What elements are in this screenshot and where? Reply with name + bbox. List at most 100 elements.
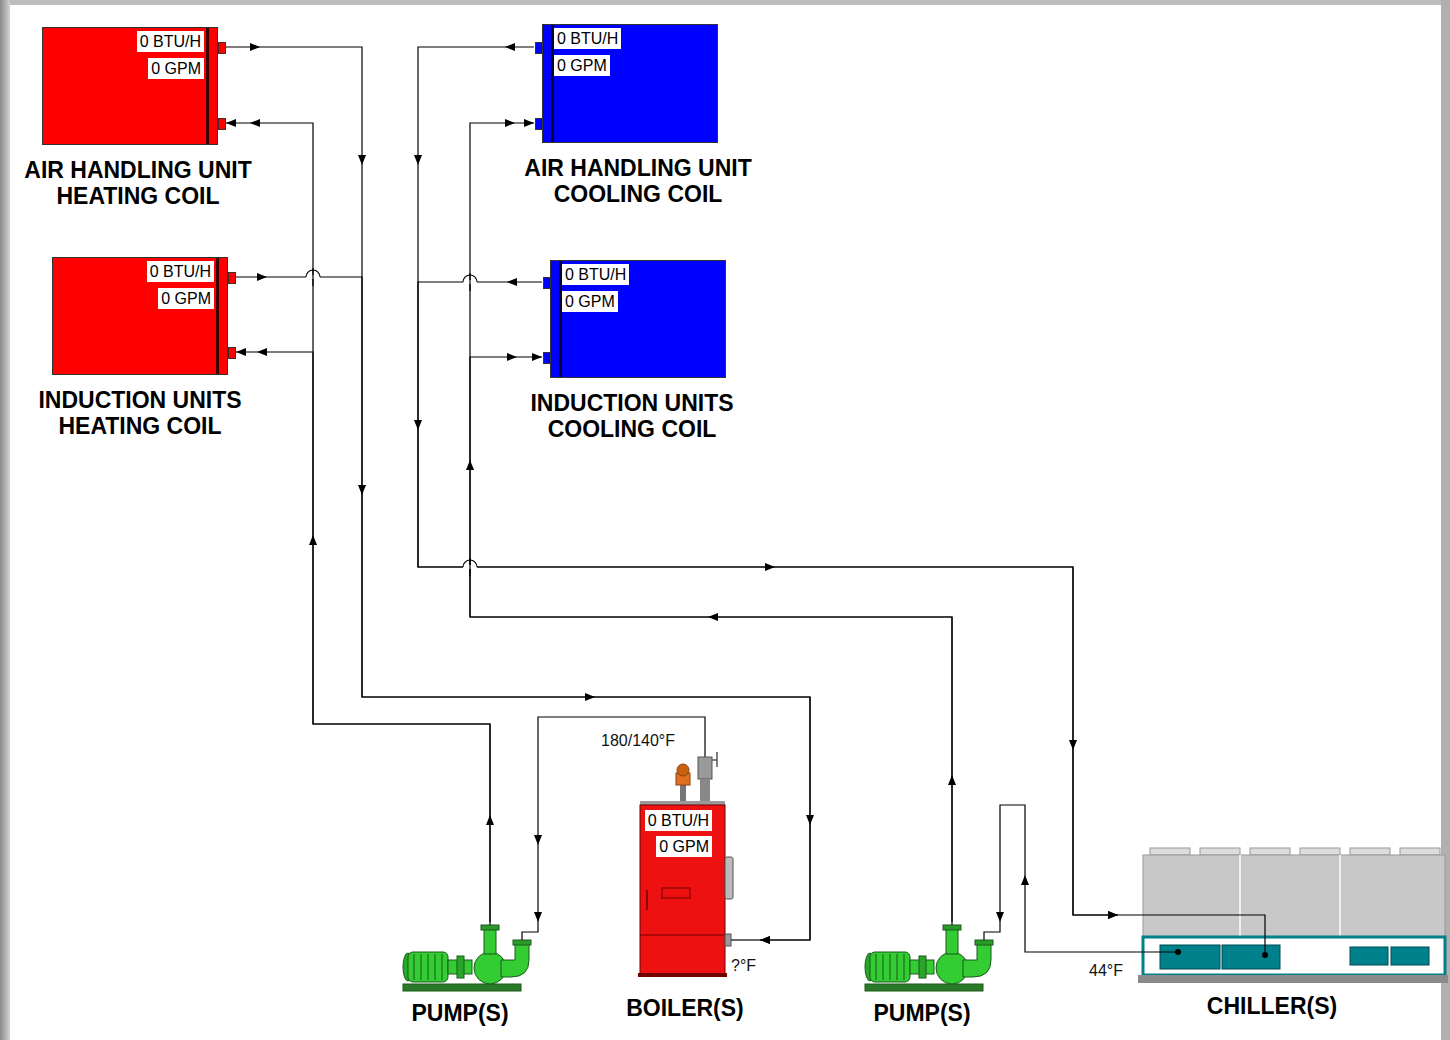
- flow-arrow: [414, 155, 422, 165]
- control-box: [1391, 947, 1429, 965]
- cooling-coil-box: 0 BTU/H0 GPM: [550, 260, 726, 378]
- boiler-door: [662, 888, 690, 898]
- boiler-unit: 0 BTU/H0 GPMBOILER(S): [610, 745, 760, 1025]
- fan-cap: [1300, 848, 1340, 855]
- boiler-illustration: [610, 745, 760, 1025]
- reading-value: 0 GPM: [158, 288, 214, 309]
- boiler-seam: [640, 935, 725, 936]
- pipe-connector: [470, 357, 952, 922]
- pipe-segment: [469, 273, 470, 291]
- panel-divider: [1339, 855, 1341, 937]
- pipe-dot: [1175, 949, 1181, 955]
- discharge-nozzle: [946, 928, 958, 954]
- pipe-connector: [236, 352, 490, 922]
- frame-top: [0, 0, 1450, 5]
- coil-heading: INDUCTION UNITS COOLING COIL: [507, 390, 757, 442]
- outlet-fitting: [698, 757, 712, 779]
- coil-unit: 0 BTU/H0 GPMAIR HANDLING UNIT COOLING CO…: [513, 24, 763, 207]
- suction-elbow: [963, 944, 991, 977]
- flow-arrow: [505, 119, 515, 127]
- control-box: [1350, 947, 1388, 965]
- discharge-nozzle: [484, 928, 496, 954]
- burner-cylinder: [725, 857, 733, 899]
- evaporator-box: [1160, 945, 1220, 969]
- inner-return-pipe: [1118, 915, 1265, 955]
- pipe-hop: [306, 270, 320, 277]
- temperature-label: ?°F: [730, 956, 757, 976]
- pipe-segment: [469, 558, 470, 576]
- suction-flange: [513, 940, 531, 945]
- discharge-flange: [943, 925, 961, 930]
- flow-arrow: [309, 535, 317, 545]
- flow-arrow: [414, 420, 422, 430]
- suction-pipe: [522, 922, 538, 940]
- supply-pipe: [704, 745, 705, 757]
- pump-unit: PUMP(S): [395, 922, 545, 1025]
- motor-rib: [876, 954, 877, 980]
- flow-arrow: [505, 43, 515, 51]
- reading-value: 0 GPM: [554, 55, 610, 76]
- flow-arrow: [358, 485, 366, 495]
- coil-heading: AIR HANDLING UNIT HEATING COIL: [13, 157, 263, 209]
- reading-value: 0 BTU/H: [137, 31, 204, 52]
- pipe-dot: [1262, 952, 1268, 958]
- reading-value: 0 GPM: [656, 836, 712, 857]
- evaporator-band: [1143, 937, 1445, 975]
- coil-header: [216, 258, 219, 374]
- coupling-guard: [919, 956, 926, 978]
- fitting-bracket: [712, 752, 717, 767]
- flow-arrow: [358, 155, 366, 165]
- flow-arrow: [507, 353, 517, 361]
- pipe-flange: [228, 272, 236, 284]
- pipe-hop: [463, 275, 477, 282]
- motor-rib: [421, 954, 422, 980]
- pump-motor: [408, 952, 448, 982]
- motor-rib: [897, 954, 898, 980]
- reading-value: 0 BTU/H: [562, 264, 629, 285]
- flow-arrow: [1069, 740, 1077, 750]
- reading-value: 0 BTU/H: [147, 261, 214, 282]
- pump-motor: [870, 952, 910, 982]
- pipe-segment: [312, 268, 313, 286]
- pipe-hop: [463, 560, 477, 567]
- temperature-label: 44°F: [1088, 961, 1124, 981]
- suction-flange: [975, 940, 993, 945]
- return-pipe: [731, 939, 760, 940]
- pump-label: PUMP(S): [395, 1000, 525, 1026]
- heating-coil-box: 0 BTU/H0 GPM: [42, 27, 218, 145]
- coupling-guard: [457, 956, 464, 978]
- suction-elbow: [501, 944, 529, 977]
- pump-base: [865, 984, 983, 991]
- flow-arrow: [466, 460, 474, 470]
- coil-unit: 0 BTU/H0 GPM AIR HANDLING UNIT HEATING CO…: [13, 27, 263, 209]
- fan-cap: [1250, 848, 1290, 855]
- fan-cap: [1150, 848, 1190, 855]
- pipe-flange: [535, 118, 543, 130]
- chiller-unit: CHILLER(S): [1118, 845, 1446, 1025]
- reading-value: 0 BTU/H: [645, 810, 712, 831]
- cooling-coil-box: 0 BTU/H0 GPM: [542, 24, 718, 143]
- fan-cap: [1200, 848, 1240, 855]
- suction-pipe: [984, 922, 1000, 940]
- flow-arrow: [806, 815, 814, 825]
- motor-rib: [883, 954, 884, 980]
- fan-cap: [1350, 848, 1390, 855]
- flow-arrow: [585, 693, 595, 701]
- coil-unit: 0 BTU/H0 GPM INDUCTION UNITS COOLING COIL: [507, 260, 757, 442]
- inner-supply-pipe: [1118, 951, 1178, 952]
- pipe-flange: [228, 347, 236, 359]
- pipe-connector: [1000, 805, 1118, 952]
- coil-header: [206, 28, 209, 144]
- pipe-flange: [543, 352, 551, 364]
- discharge-flange: [481, 925, 499, 930]
- panel-divider: [1239, 855, 1241, 937]
- relief-valve-cap: [677, 764, 689, 776]
- heating-coil-box: 0 BTU/H 0 GPM: [52, 257, 228, 375]
- pipe-flange: [535, 42, 543, 54]
- coil-unit: 0 BTU/H 0 GPM INDUCTION UNITS HEATING COIL: [15, 257, 265, 439]
- coil-heading: INDUCTION UNITS HEATING COIL: [15, 387, 265, 439]
- flow-arrow: [250, 43, 260, 51]
- flow-arrow: [534, 835, 542, 845]
- flow-arrow: [708, 613, 718, 621]
- evaporator-box: [1222, 945, 1280, 969]
